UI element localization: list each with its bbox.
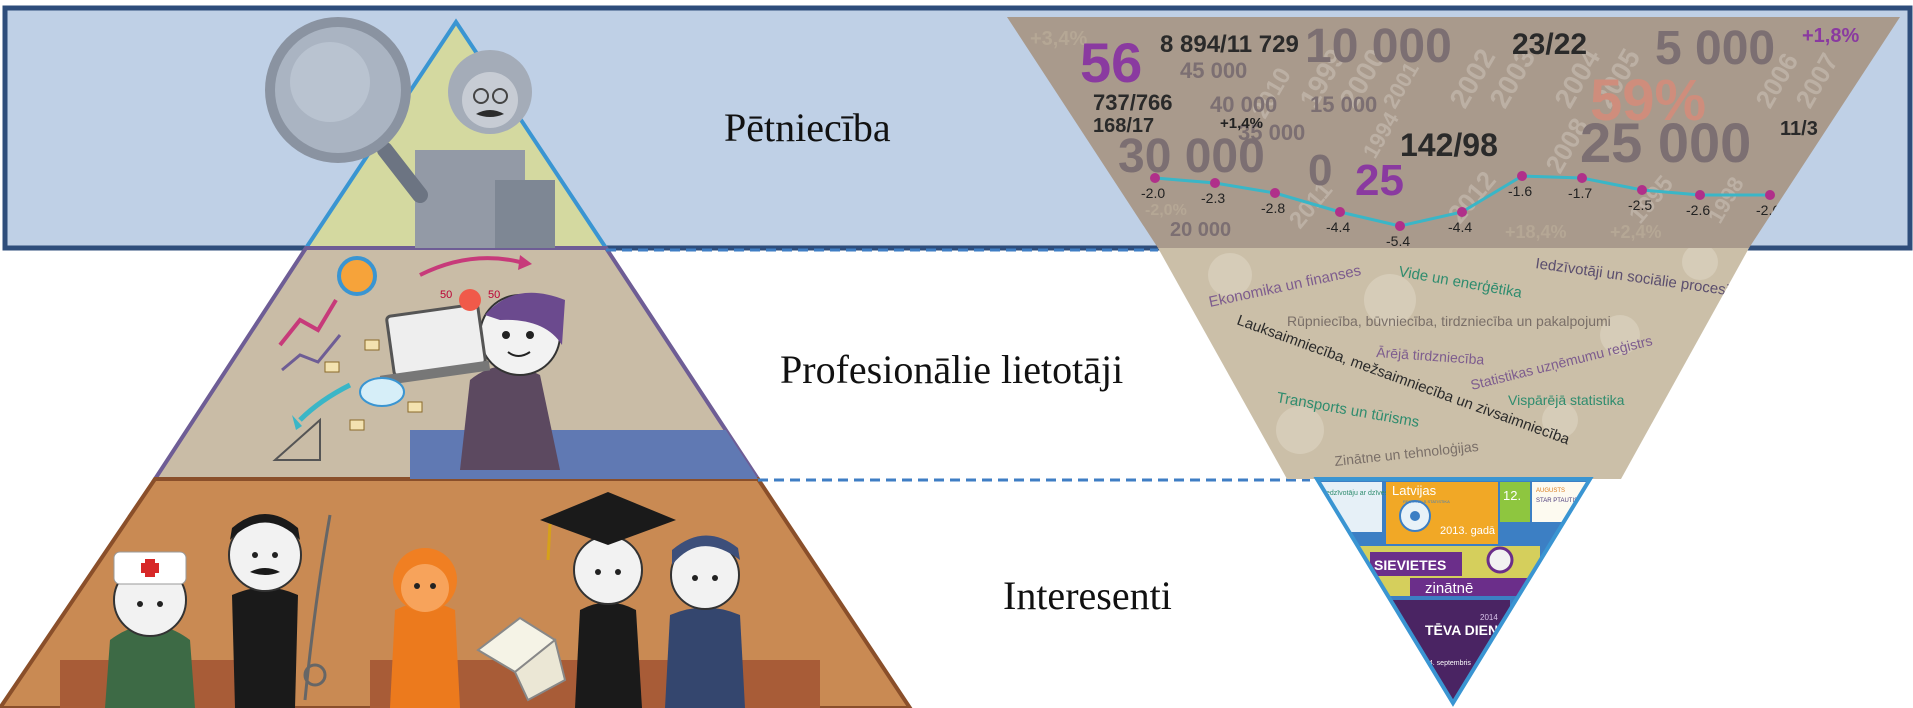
fisherman-icon — [228, 514, 332, 708]
line-point — [1577, 173, 1587, 183]
line-point — [1395, 221, 1405, 231]
stat-number: 30 000 — [1118, 130, 1265, 183]
triangle-ruler-icon — [272, 417, 321, 461]
stat-fraction: 11/3 — [1780, 118, 1818, 140]
open-book-icon — [476, 616, 567, 702]
arrow-icon — [419, 256, 521, 277]
businessman-icon — [665, 535, 745, 708]
publication-text: Iedzīvotāju ar dzīves apstākļi — [1324, 490, 1414, 497]
stat-number-highlight: 25 — [1355, 156, 1404, 205]
stat-number: 10 000 — [1305, 20, 1452, 73]
laptop-icon — [379, 302, 491, 386]
stat-percent: +18,4% — [1505, 222, 1567, 242]
stat-number-highlight: 56 — [1080, 31, 1142, 94]
graduate-icon — [540, 492, 676, 708]
stat-number: 35 000 — [1238, 120, 1305, 145]
stat-percent-highlight: +1,8% — [1802, 25, 1859, 47]
stats-line-labels: -2.0 -2.3 -2.8 -4.4 -5.4 -4.4 -1.6 -1.7 -2.5 -2.6… — [1141, 183, 1780, 249]
publication-title: SIEVIETES — [1374, 557, 1446, 573]
line-point — [1150, 173, 1160, 183]
data-chart-icons: 50 50 — [272, 255, 532, 461]
scientist-avatar-icon — [1486, 546, 1514, 574]
professional-body-icon — [460, 366, 560, 470]
stat-fraction: 142/98 — [1400, 127, 1498, 163]
publication-title: Latvijas — [1392, 483, 1437, 498]
line-point — [1637, 185, 1647, 195]
publication-text: AUGUSTS — [1536, 488, 1565, 494]
line-point-label: -2.3 — [1201, 190, 1225, 206]
level-label-professional: Profesionālie lietotāji — [780, 347, 1124, 392]
stat-number: 15 000 — [1310, 92, 1377, 117]
line-point-label: -2.8 — [1261, 200, 1285, 216]
stat-percent: -2,0% — [1145, 202, 1187, 219]
line-point-label: -4.4 — [1448, 219, 1472, 235]
topic-label: Ārējā tirdzniecība — [1376, 344, 1485, 368]
stat-number: 40 000 — [1210, 92, 1277, 117]
stat-number: 5 000 — [1655, 22, 1775, 75]
researcher-icon — [448, 50, 532, 134]
line-point-label: -2.6 — [1686, 202, 1710, 218]
line-point-label: -2.5 — [1628, 197, 1652, 213]
publication-card — [1500, 482, 1530, 522]
publication-text: STAR PTAUTISKĀ JAUNATNES DIENA — [1536, 497, 1643, 504]
fishing-rod-icon — [303, 514, 332, 701]
line-point-label: -1.7 — [1568, 185, 1592, 201]
stat-fraction: 8 894/11 729 — [1160, 31, 1299, 58]
left-pyramid: 50 50 — [0, 17, 913, 708]
stat-number: 25 000 — [1580, 111, 1751, 174]
line-point-label: -4.4 — [1326, 219, 1350, 235]
level-label-interested: Interesenti — [1003, 573, 1172, 618]
line-point — [1695, 190, 1705, 200]
line-point — [1765, 190, 1775, 200]
publication-text: REĢIONĀLĀ STATISTIKA — [1403, 499, 1450, 504]
topic-label: Rūpniecība, būvniecība, tirdzniecība un … — [1287, 313, 1611, 329]
svg-text:50: 50 — [440, 289, 452, 301]
stats-line-points — [1150, 171, 1775, 231]
stat-percent-small: +1,4% — [1220, 115, 1263, 132]
publication-text: 12. — [1503, 488, 1521, 503]
stat-percent: +2,4% — [1610, 222, 1662, 242]
stat-percent: +3,4% — [1030, 28, 1087, 50]
line-point — [1517, 171, 1527, 181]
line-point — [1335, 207, 1345, 217]
stat-number: 0 — [1308, 146, 1332, 195]
stat-percent: 59% — [1590, 68, 1706, 133]
line-point-label: -1.6 — [1508, 183, 1532, 199]
line-point — [1457, 207, 1467, 217]
nurse-icon — [105, 551, 195, 708]
publication-text: 14. septembris — [1425, 660, 1471, 667]
stat-fraction: 737/766 — [1093, 90, 1173, 115]
publication-text: 2014 — [1480, 613, 1498, 622]
professional-user-icon — [479, 292, 565, 376]
line-point-label: -2.0 — [1141, 185, 1165, 201]
bar-chart-icon — [278, 298, 338, 347]
level-label-research: Pētniecība — [724, 105, 891, 150]
magnifier-icon — [265, 17, 428, 203]
publication-text: 2013. gadā — [1440, 525, 1496, 537]
publication-title: TĒVA DIENA — [1425, 622, 1508, 638]
cloud-icon — [359, 377, 405, 407]
stat-fraction: 168/17 — [1093, 115, 1154, 137]
stat-number: 20 000 — [1170, 219, 1231, 241]
line-point-label: -5.4 — [1386, 233, 1410, 249]
stat-fraction: 23/22 — [1512, 28, 1587, 61]
publications-tier: Iedzīvotāju ar dzīves apstākļi Latvijas … — [1313, 477, 1643, 707]
line-point — [1210, 178, 1220, 188]
svg-text:50: 50 — [488, 289, 500, 301]
line-point — [1270, 188, 1280, 198]
pie-chart-icon — [337, 256, 377, 296]
topics-tier: Ekonomika un finanses Vide un enerģētika… — [1158, 248, 1749, 479]
stats-tier: 1999 2000 2001 2002 2003 2004 2005 2006 … — [1007, 17, 1900, 249]
graduation-cap-icon — [540, 492, 676, 545]
topic-label: Vispārējā statistika — [1508, 392, 1625, 408]
child-icon — [390, 548, 460, 708]
stat-number: 45 000 — [1180, 58, 1247, 83]
publication-title: zinātnē — [1425, 580, 1473, 597]
